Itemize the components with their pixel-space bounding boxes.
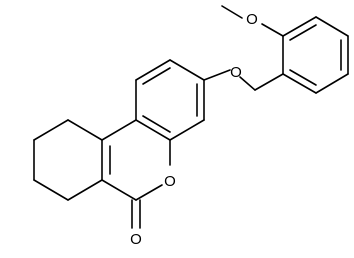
pyranone-ring bbox=[101, 119, 171, 229]
methoxyphenyl-ring bbox=[282, 16, 349, 94]
ether-linkage bbox=[203, 69, 284, 91]
methoxy-group bbox=[221, 5, 284, 37]
benzo-ring bbox=[135, 59, 205, 141]
cyclohexene-ring bbox=[33, 119, 111, 201]
ring-oxygen-label: O bbox=[164, 173, 176, 190]
carbonyl-oxygen-label: O bbox=[130, 231, 142, 248]
methoxy-oxygen-label: O bbox=[246, 11, 258, 28]
ether-oxygen-label: O bbox=[230, 64, 242, 81]
